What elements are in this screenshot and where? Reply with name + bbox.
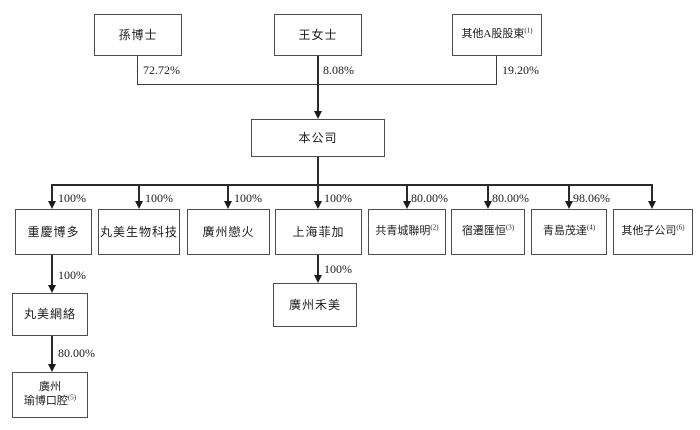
footnote-marker: (2): [430, 223, 439, 232]
node-other-subsidiaries: 其他子公司(6): [613, 209, 693, 255]
ownership-pct: 100%: [324, 191, 352, 205]
node-label: 王女士: [298, 27, 338, 42]
ownership-pct: 80.00%: [58, 346, 95, 360]
arrowhead-down-icon: [48, 201, 56, 209]
node-marubi-network: 丸美網絡: [12, 293, 88, 336]
arrowhead-down-icon: [314, 111, 322, 119]
node-label: 重慶博多: [27, 224, 80, 239]
arrowhead-down-icon: [403, 201, 411, 209]
node-label: 孫博士: [118, 27, 158, 42]
connector-line: [317, 157, 319, 185]
ownership-pct: 100%: [234, 191, 262, 205]
node-label: 青島茂達(4): [542, 223, 596, 238]
ownership-pct: 100%: [324, 262, 352, 276]
footnote-marker: (1): [524, 26, 533, 35]
arrowhead-down-icon: [135, 201, 143, 209]
footnote-marker: (4): [586, 223, 596, 232]
node-qingdao-maoda: 青島茂達(4): [531, 209, 607, 255]
ownership-pct: 80.00%: [411, 191, 448, 205]
node-shareholder-sun: 孫博士: [94, 14, 182, 56]
node-chongqing-boduo: 重慶博多: [15, 209, 92, 255]
node-label: 共青城聯明(2): [375, 223, 439, 238]
node-label: 其他子公司(6): [621, 223, 685, 238]
connector-line: [651, 184, 653, 202]
connector-line: [406, 184, 408, 202]
node-gongqingcheng-lianming: 共青城聯明(2): [368, 209, 446, 255]
node-label-line1: 廣州: [39, 381, 61, 394]
arrowhead-down-icon: [314, 201, 322, 209]
connector-line: [137, 56, 138, 85]
ownership-pct: 100%: [58, 268, 86, 282]
arrowhead-down-icon: [565, 201, 573, 209]
node-label-line2: 瑜博口腔(5): [23, 393, 77, 407]
connector-line: [317, 56, 319, 112]
node-guangzhou-yubo-dental: 廣州 瑜博口腔(5): [12, 372, 88, 418]
connector-line: [138, 184, 140, 202]
ownership-pct: 72.72%: [143, 63, 180, 77]
node-shareholder-wang: 王女士: [274, 14, 362, 56]
footnote-marker: (5): [67, 393, 77, 402]
ownership-pct: 98.06%: [573, 191, 610, 205]
ownership-pct: 8.08%: [323, 63, 354, 77]
arrowhead-down-icon: [48, 364, 56, 372]
connector-line: [568, 184, 570, 202]
footnote-marker: (3): [505, 223, 515, 232]
arrowhead-down-icon: [224, 201, 232, 209]
connector-line: [51, 184, 653, 186]
node-label: 丸美生物科技: [99, 224, 178, 239]
ownership-pct: 19.20%: [502, 63, 539, 77]
node-guangzhou-hemei: 廣州禾美: [273, 283, 357, 327]
connector-line: [51, 184, 53, 202]
connector-line: [227, 184, 229, 202]
arrowhead-down-icon: [484, 201, 492, 209]
footnote-marker: (6): [676, 223, 685, 232]
connector-line: [317, 255, 319, 276]
node-guangzhou-lianhuo: 廣州戀火: [187, 209, 270, 255]
node-suqian-huiheng: 宿遷匯恒(3): [451, 209, 525, 255]
connector-line: [51, 336, 53, 365]
ownership-pct: 80.00%: [492, 191, 529, 205]
node-shanghai-feijia: 上海菲加: [275, 209, 362, 255]
node-company: 本公司: [251, 119, 385, 157]
connector-line: [51, 255, 53, 286]
node-label: 本公司: [298, 130, 338, 145]
arrowhead-down-icon: [48, 285, 56, 293]
node-label: 丸美網絡: [23, 307, 76, 321]
node-label: 廣州禾美: [288, 297, 341, 312]
node-label: 其他A股股東(1): [461, 26, 533, 41]
ownership-pct: 100%: [58, 191, 86, 205]
node-shareholder-other-a: 其他A股股東(1): [452, 14, 542, 56]
ownership-pct: 100%: [145, 191, 173, 205]
connector-line: [496, 56, 497, 85]
arrowhead-down-icon: [648, 201, 656, 209]
connector-line: [487, 184, 489, 202]
node-marubi-biotech: 丸美生物科技: [98, 209, 180, 255]
node-label: 上海菲加: [292, 224, 345, 239]
connector-line: [317, 184, 319, 202]
node-label: 宿遷匯恒(3): [461, 223, 515, 238]
arrowhead-down-icon: [314, 275, 322, 283]
node-label: 廣州戀火: [202, 224, 255, 239]
